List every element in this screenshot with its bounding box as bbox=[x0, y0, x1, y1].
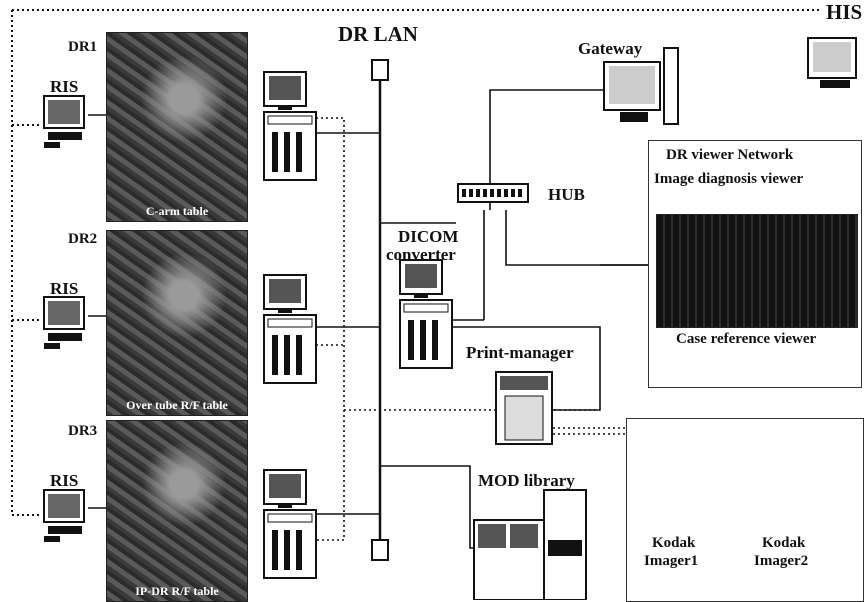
dr2-label: DR2 bbox=[68, 232, 97, 247]
imager2-label: Imager2 bbox=[754, 554, 808, 569]
kodak1-label: Kodak bbox=[652, 536, 695, 551]
hub-label: HUB bbox=[548, 186, 585, 203]
ris1-label: RIS bbox=[50, 78, 78, 95]
case-reference-viewer-label: Case reference viewer bbox=[676, 332, 816, 347]
image-diagnosis-viewer-label: Image diagnosis viewer bbox=[654, 172, 803, 187]
imager-frame bbox=[626, 418, 864, 602]
dr1-caption: C-arm table bbox=[107, 204, 247, 219]
dr2-photo: Over tube R/F table bbox=[106, 230, 248, 416]
mod-library-label: MOD library bbox=[478, 472, 575, 489]
kodak2-label: Kodak bbox=[762, 536, 805, 551]
image-diagnosis-viewer-photo bbox=[656, 214, 858, 328]
his-label: HIS bbox=[826, 2, 862, 23]
print-manager-label: Print-manager bbox=[466, 344, 574, 361]
dr3-photo: IP-DR R/F table bbox=[106, 420, 248, 602]
dr-lan-label: DR LAN bbox=[338, 24, 418, 45]
gateway-label: Gateway bbox=[578, 40, 642, 57]
dr2-caption: Over tube R/F table bbox=[107, 398, 247, 413]
dicom-label: DICOM bbox=[398, 228, 458, 245]
dr1-photo: C-arm table bbox=[106, 32, 248, 222]
dr1-label: DR1 bbox=[68, 40, 97, 55]
imager1-label: Imager1 bbox=[644, 554, 698, 569]
terminator-bottom bbox=[372, 540, 388, 560]
dr-viewer-network-label: DR viewer Network bbox=[666, 148, 793, 163]
converter-label: converter bbox=[386, 246, 456, 263]
terminator-top bbox=[372, 60, 388, 80]
dr3-caption: IP-DR R/F table bbox=[107, 584, 247, 599]
ris2-label: RIS bbox=[50, 280, 78, 297]
dr3-label: DR3 bbox=[68, 424, 97, 439]
ris3-label: RIS bbox=[50, 472, 78, 489]
